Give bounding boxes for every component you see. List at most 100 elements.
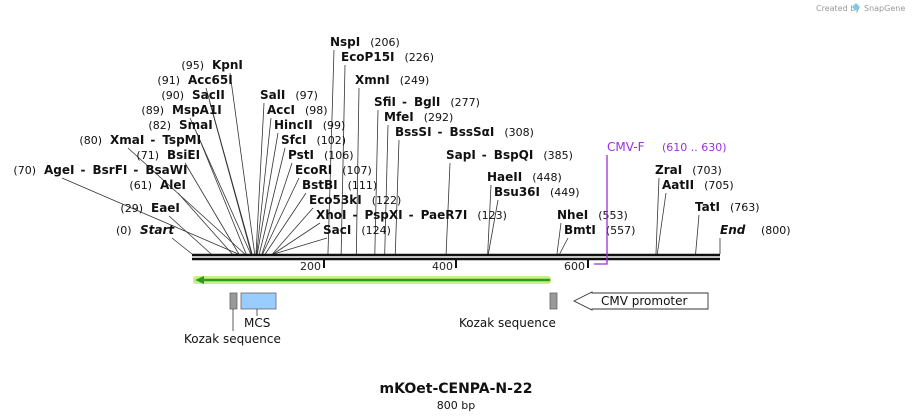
cmv-promoter-feature[interactable]: CMV promoter	[572, 291, 709, 311]
enzyme-leader-line	[256, 132, 279, 255]
enzyme-site-xmai[interactable]: (80)XmaI-TspMI	[79, 133, 201, 147]
enzyme-site-eaei[interactable]: (29)EaeI	[120, 201, 180, 215]
enzyme-site-acc65i[interactable]: (91)Acc65I	[157, 73, 232, 87]
enzyme-site-haeii[interactable]: HaeII(448)	[487, 170, 562, 184]
mcs-box[interactable]	[240, 292, 277, 310]
enzyme-site-hincii[interactable]: HincII(99)	[274, 118, 345, 132]
enzyme-leader-line	[261, 162, 293, 255]
enzyme-site-sapi[interactable]: SapI-BspQI(385)	[446, 148, 573, 162]
enzyme-position: (206)	[370, 36, 400, 49]
enzyme-position: (385)	[543, 149, 573, 162]
enzyme-site-mspa1i[interactable]: (89)MspA1I	[141, 103, 221, 117]
enzyme-position: (449)	[550, 186, 580, 199]
enzyme-name: BssSI	[395, 125, 432, 139]
enzyme-position: (71)	[136, 149, 159, 162]
enzyme-position: (703)	[692, 164, 722, 177]
enzyme-site-ecori[interactable]: EcoRI(107)	[295, 163, 372, 177]
enzyme-leader-line	[695, 214, 700, 255]
scale-tick-label: 200	[300, 260, 321, 273]
enzyme-name: SfcI	[281, 133, 306, 147]
enzyme-name: SmaI	[179, 118, 213, 132]
enzyme-site-sali[interactable]: SalI(97)	[260, 88, 318, 102]
enzyme-site-tati[interactable]: TatI(763)	[695, 200, 760, 214]
enzyme-site-acci[interactable]: AccI(98)	[267, 103, 328, 117]
enzyme-site-bstbi[interactable]: BstBI(111)	[302, 178, 377, 192]
enzyme-leader-line	[272, 207, 314, 255]
enzyme-name: PaeR7I	[421, 208, 468, 222]
enzyme-site-aatii[interactable]: AatII(705)	[662, 178, 734, 192]
enzyme-site-zrai[interactable]: ZraI(703)	[655, 163, 722, 177]
enzyme-site-xmni[interactable]: XmnI(249)	[355, 73, 429, 87]
enzyme-name: BsaWI	[145, 163, 187, 177]
enzyme-separator: -	[482, 148, 487, 162]
enzyme-name: TatI	[695, 200, 720, 214]
start-leader-line	[171, 237, 193, 255]
start-label[interactable]: Start	[140, 223, 175, 237]
enzyme-site-alei[interactable]: (61)AleI	[129, 178, 186, 192]
enzyme-site-agei[interactable]: (70)AgeI-BsrFI-BsaWI	[13, 163, 187, 177]
enzyme-site-sfci[interactable]: SfcI(102)	[281, 133, 346, 147]
enzyme-position: (82)	[148, 119, 171, 132]
enzyme-site-bsssi[interactable]: BssSI-BssSαI(308)	[395, 125, 534, 139]
enzyme-position: (557)	[606, 224, 636, 237]
enzyme-site-nhei[interactable]: NheI(553)	[557, 208, 628, 222]
enzyme-leader-line	[177, 192, 233, 255]
enzyme-name: AccI	[267, 103, 295, 117]
enzyme-site-sfii[interactable]: SfiI-BglI(277)	[374, 95, 480, 109]
enzyme-leader-line	[258, 147, 286, 255]
cmv-promoter-label: CMV promoter	[601, 294, 688, 308]
scale-tick-label: 600	[564, 260, 585, 273]
end-label[interactable]: End	[720, 223, 746, 237]
enzyme-site-kpni[interactable]: (95)KpnI	[181, 58, 243, 72]
enzyme-name: BglI	[414, 95, 440, 109]
enzyme-leader-line	[327, 49, 335, 255]
enzyme-leader-line	[487, 199, 499, 255]
enzyme-name: BsiEI	[167, 148, 200, 162]
primer-cmv-f[interactable]: CMV-F (610 .. 630)	[594, 140, 727, 265]
enzyme-site-mfei[interactable]: MfeI(292)	[384, 110, 453, 124]
enzyme-name: AatII	[662, 178, 694, 192]
enzyme-site-ecop15i[interactable]: EcoP15I(226)	[341, 50, 434, 64]
enzyme-position: (123)	[477, 209, 507, 222]
enzyme-name: SacI	[323, 223, 351, 237]
enzyme-leader-line	[256, 117, 272, 255]
enzyme-leader-line	[168, 215, 212, 255]
enzyme-site-psti[interactable]: PstI(106)	[288, 148, 354, 162]
enzyme-separator: -	[150, 133, 155, 147]
enzyme-position: (70)	[13, 164, 36, 177]
kozak-box-right[interactable]	[549, 292, 558, 310]
enzyme-name: BssSαI	[450, 125, 495, 139]
enzyme-position: (107)	[342, 164, 372, 177]
enzyme-leader-line	[445, 162, 451, 255]
enzyme-site-bmti[interactable]: BmtI(557)	[564, 223, 635, 237]
enzyme-position: (95)	[181, 59, 204, 72]
enzyme-site-bsu36i[interactable]: Bsu36I(449)	[494, 185, 580, 199]
enzyme-leader-line	[656, 192, 667, 255]
enzyme-site-smai[interactable]: (82) SmaI	[148, 118, 212, 132]
enzyme-name: BstBI	[302, 178, 338, 192]
kozak-box-left[interactable]	[229, 292, 238, 310]
enzyme-position: (80)	[79, 134, 102, 147]
enzyme-separator: -	[438, 125, 443, 139]
enzyme-name: XhoI	[316, 208, 347, 222]
enzyme-position: (89)	[141, 104, 164, 117]
enzyme-site-sacii[interactable]: (90)SacII	[161, 88, 224, 102]
enzyme-site-nspi[interactable]: NspI(206)	[330, 35, 400, 49]
enzyme-site-xhoi[interactable]: XhoI-PspXI-PaeR7I(123)	[316, 208, 507, 222]
kozak-label-right: Kozak sequence	[459, 316, 556, 330]
enzyme-name: AgeI	[44, 163, 74, 177]
dna-backbone[interactable]	[192, 253, 720, 261]
scale-tick-label: 400	[432, 260, 453, 273]
enzyme-site-saci[interactable]: SacI(124)	[323, 223, 391, 237]
enzyme-site-eco53ki[interactable]: Eco53kI(122)	[309, 193, 401, 207]
enzyme-separator: -	[80, 163, 85, 177]
orf-arrow[interactable]	[193, 276, 551, 284]
enzyme-name: XmaI	[110, 133, 144, 147]
enzyme-name: EaeI	[151, 201, 180, 215]
enzyme-name: Eco53kI	[309, 193, 362, 207]
enzyme-separator: -	[353, 208, 358, 222]
enzyme-site-bsiei[interactable]: (71) BsiEI	[136, 148, 200, 162]
enzyme-name: SfiI	[374, 95, 396, 109]
enzyme-leader-line	[394, 139, 400, 255]
enzyme-position: (226)	[405, 51, 435, 64]
